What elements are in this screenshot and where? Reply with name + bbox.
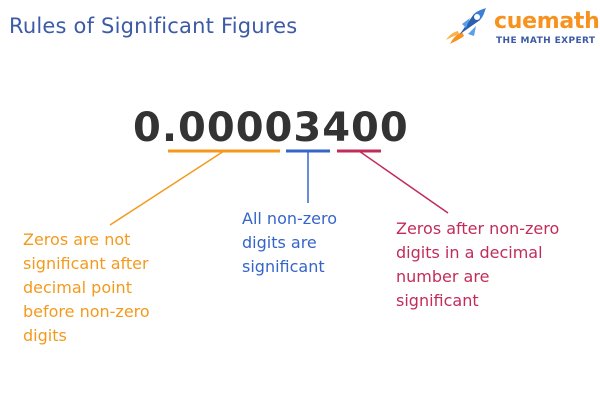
leading-zeros-pointer <box>109 150 225 226</box>
trailing-zeros: 00 <box>351 105 409 151</box>
example-number: 0.00003400 <box>133 108 409 148</box>
trailing-zeros-rule: Zeros after non-zero digits in a decimal… <box>396 219 560 310</box>
leading-zeros-rule: Zeros are not significant after decimal … <box>23 230 150 345</box>
cuemath-logo: cuemath THE MATH EXPERT <box>444 6 600 50</box>
logo-brand: cuemath <box>494 9 600 34</box>
page-title: Rules of Significant Figures <box>9 14 298 38</box>
integer-part: 0 <box>133 105 162 151</box>
nonzero-digits-rule: All non-zero digits are significant <box>242 209 338 276</box>
trailing-zeros-pointer <box>358 150 449 214</box>
rocket-icon <box>446 8 486 44</box>
nonzero-digits: 34 <box>293 105 352 151</box>
leading-zeros: 0000 <box>178 105 294 151</box>
logo-tagline: THE MATH EXPERT <box>496 36 596 46</box>
decimal-point: . <box>161 105 179 151</box>
